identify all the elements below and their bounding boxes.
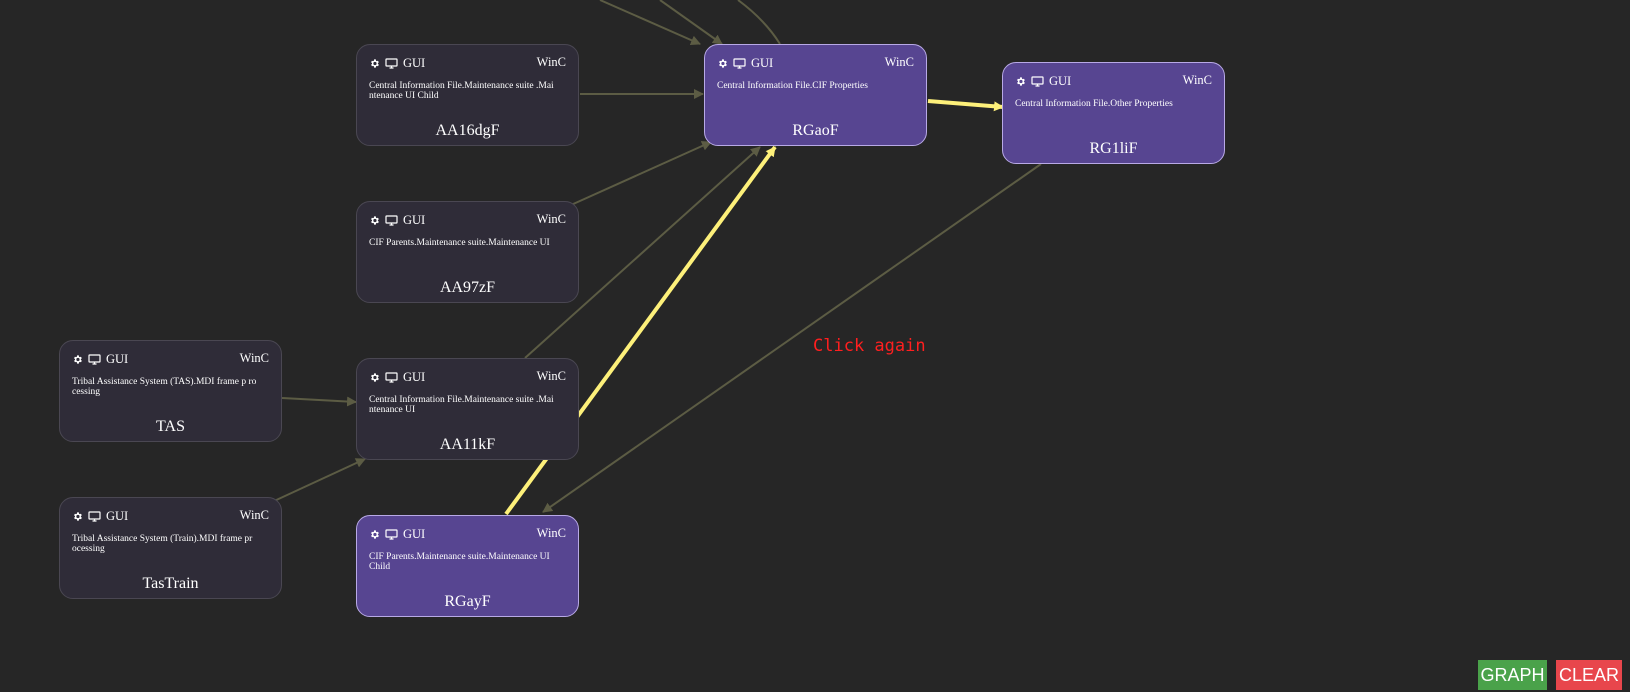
graph-node-AA16dgF[interactable]: GUI WinC Central Information File.Mainte… — [356, 44, 579, 146]
node-path: Tribal Assistance System (Train).MDI fra… — [72, 534, 253, 554]
node-type: GUI — [751, 55, 774, 70]
graph-node-AA11kF[interactable]: GUI WinC Central Information File.Mainte… — [356, 358, 579, 460]
graph-node-AA97zF[interactable]: GUI WinC CIF Parents.Maintenance suite.M… — [356, 201, 579, 303]
node-path: CIF Parents.Maintenance suite.Maintenanc… — [369, 238, 550, 248]
node-type: GUI — [403, 55, 426, 70]
node-id: AA11kF — [439, 436, 496, 453]
clear-button[interactable]: CLEAR — [1556, 660, 1622, 690]
edge — [524, 146, 761, 359]
monitor-icon — [733, 57, 746, 69]
node-header: GUI — [1015, 73, 1071, 89]
edge — [542, 163, 1042, 513]
monitor-icon — [385, 57, 398, 69]
monitor-icon — [88, 510, 101, 522]
node-type: GUI — [403, 369, 426, 384]
node-header: GUI — [369, 526, 425, 542]
gear-icon — [72, 511, 83, 522]
gear-icon — [717, 58, 728, 69]
graph-button[interactable]: GRAPH — [1478, 660, 1547, 690]
edge — [737, 0, 781, 45]
node-kind: WinC — [239, 508, 269, 522]
status-message: Click again — [813, 336, 926, 356]
node-path: CIF Parents.Maintenance suite.Maintenanc… — [369, 552, 550, 572]
node-kind: WinC — [536, 212, 566, 226]
graph-node-TAS[interactable]: GUI WinC Tribal Assistance System (TAS).… — [59, 340, 282, 442]
node-kind: WinC — [884, 55, 914, 69]
node-id: TAS — [156, 418, 185, 435]
monitor-icon — [88, 353, 101, 365]
graph-node-RGaoF[interactable]: GUI WinC Central Information File.CIF Pr… — [704, 44, 927, 146]
gear-icon — [369, 58, 380, 69]
node-header: GUI — [72, 508, 128, 524]
gear-icon — [369, 372, 380, 383]
edge — [570, 141, 712, 206]
monitor-icon — [385, 528, 398, 540]
gear-icon — [1015, 76, 1026, 87]
node-kind: WinC — [239, 351, 269, 365]
node-kind: WinC — [1182, 73, 1212, 87]
gear-icon — [369, 215, 380, 226]
graph-node-RGayF[interactable]: GUI WinC CIF Parents.Maintenance suite.M… — [356, 515, 579, 617]
graph-node-TasTrain[interactable]: GUI WinC Tribal Assistance System (Train… — [59, 497, 282, 599]
gear-icon — [72, 354, 83, 365]
node-path: Central Information File.Maintenance sui… — [369, 395, 554, 415]
node-path: Tribal Assistance System (TAS).MDI frame… — [72, 377, 257, 397]
node-id: RG1liF — [1089, 140, 1138, 157]
node-kind: WinC — [536, 55, 566, 69]
edge — [281, 396, 357, 407]
node-id: TasTrain — [142, 575, 199, 592]
node-id: RGaoF — [792, 122, 839, 139]
node-id: RGayF — [444, 593, 491, 610]
node-type: GUI — [403, 212, 426, 227]
node-path: Central Information File.Other Propertie… — [1015, 99, 1173, 109]
node-header: GUI — [369, 369, 425, 385]
edge-highlight — [927, 99, 1004, 112]
monitor-icon — [385, 371, 398, 383]
monitor-icon — [385, 214, 398, 226]
node-path: Central Information File.Maintenance sui… — [369, 81, 554, 101]
edge — [271, 458, 366, 503]
node-type: GUI — [403, 526, 426, 541]
node-header: GUI — [717, 55, 773, 71]
node-header: GUI — [369, 212, 425, 228]
node-kind: WinC — [536, 369, 566, 383]
gear-icon — [369, 529, 380, 540]
edge — [659, 0, 723, 45]
node-header: GUI — [72, 351, 128, 367]
node-type: GUI — [1049, 73, 1072, 88]
node-id: AA97zF — [439, 279, 496, 296]
node-header: GUI — [369, 55, 425, 71]
node-type: GUI — [106, 351, 129, 366]
node-kind: WinC — [536, 526, 566, 540]
monitor-icon — [1031, 75, 1044, 87]
node-path: Central Information File.CIF Properties — [717, 81, 868, 91]
graph-node-RG1liF[interactable]: GUI WinC Central Information File.Other … — [1002, 62, 1225, 164]
node-id: AA16dgF — [435, 122, 500, 139]
edge — [599, 0, 701, 45]
node-type: GUI — [106, 508, 129, 523]
